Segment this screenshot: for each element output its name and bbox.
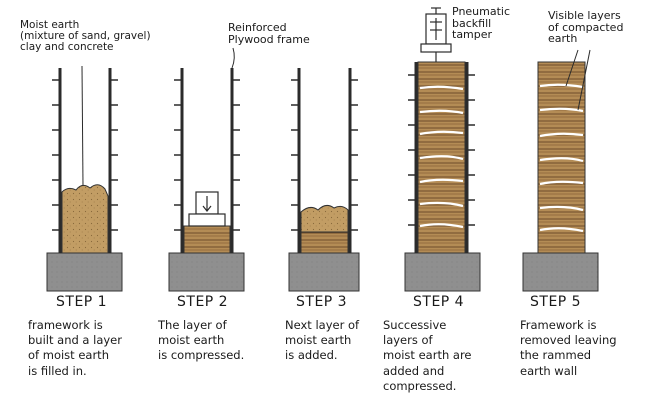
moist-earth-annotation: Moist earth (mixture of sand, gravel) cl… — [20, 19, 151, 54]
layer-lines — [419, 85, 464, 229]
step-3-description: Next layer of moist earth is added. — [285, 318, 360, 363]
tamper-block — [188, 191, 226, 227]
layer-lines — [539, 83, 584, 233]
frame-ticks — [408, 74, 475, 226]
leader-line — [231, 47, 235, 69]
frame-ticks — [291, 79, 358, 231]
step-3-label: STEP 3 — [296, 294, 348, 310]
step-1-label: STEP 1 — [56, 294, 108, 310]
plywood-frame-annotation: Reinforced Plywood frame — [228, 21, 310, 46]
foundation — [404, 252, 481, 292]
foundation — [288, 252, 360, 292]
step-2-label: STEP 2 — [177, 294, 229, 310]
frame-ticks — [174, 79, 240, 231]
foundation — [46, 252, 123, 292]
step-4-description: Successive layers of moist earth are add… — [383, 318, 472, 393]
new-earth-layer — [300, 204, 349, 233]
layers-annotation: Visible layers of compacted earth — [548, 9, 624, 46]
step-2-description: The layer of moist earth is compressed. — [158, 318, 245, 363]
step-4-illustration — [404, 7, 481, 292]
compressed-layer — [300, 231, 349, 254]
step-1-illustration — [46, 65, 123, 292]
step-1-description: framework is built and a layer of moist … — [28, 318, 122, 378]
step-2-illustration — [168, 47, 245, 292]
step-5-illustration — [522, 49, 599, 292]
earth-fill — [61, 184, 109, 254]
step-3-illustration — [288, 68, 360, 292]
step-4-label: STEP 4 — [413, 294, 465, 310]
tamper-annotation: Pneumatic backfill tamper — [452, 5, 511, 42]
compressed-layer — [183, 225, 231, 254]
foundation — [168, 252, 245, 292]
step-5-label: STEP 5 — [530, 294, 582, 310]
frame-ticks — [52, 79, 118, 231]
step-5-description: Framework is removed leaving the rammed … — [520, 318, 617, 378]
leader-line — [81, 65, 84, 187]
pneumatic-tamper — [420, 7, 452, 62]
foundation — [522, 252, 599, 292]
leader-lines — [565, 49, 591, 111]
